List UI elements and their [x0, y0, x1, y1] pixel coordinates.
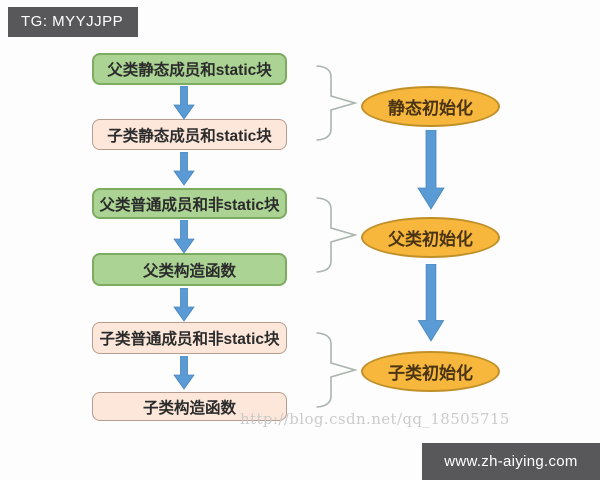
flow-box-parent-constructor: 父类构造函数: [92, 253, 287, 286]
watermark-url: http://blog.csdn.net/qq_18505715: [240, 410, 510, 428]
stage-ellipse-parent-init: 父类初始化: [361, 217, 500, 258]
curly-brace-icon: [316, 65, 358, 141]
down-arrow-icon: [417, 264, 445, 342]
down-arrow-icon: [173, 288, 195, 322]
flow-box-parent-static-members: 父类静态成员和static块: [92, 53, 287, 85]
curly-brace-icon: [316, 197, 358, 273]
down-arrow-icon: [173, 86, 195, 120]
site-banner-bottom: www.zh-aiying.com: [422, 443, 600, 480]
down-arrow-icon: [417, 130, 445, 210]
flow-box-child-instance-members: 子类普通成员和非static块: [92, 322, 287, 354]
down-arrow-icon: [173, 152, 195, 186]
stage-ellipse-static-init: 静态初始化: [361, 86, 500, 127]
flow-box-child-static-members: 子类静态成员和static块: [92, 119, 287, 150]
curly-brace-icon: [316, 332, 358, 408]
flow-box-child-constructor: 子类构造函数: [92, 392, 287, 421]
down-arrow-icon: [173, 220, 195, 254]
watermark-banner-top: TG: MYYJJPP: [8, 7, 138, 37]
stage-ellipse-child-init: 子类初始化: [361, 351, 500, 392]
flow-box-parent-instance-members: 父类普通成员和非static块: [92, 188, 287, 219]
down-arrow-icon: [173, 356, 195, 390]
